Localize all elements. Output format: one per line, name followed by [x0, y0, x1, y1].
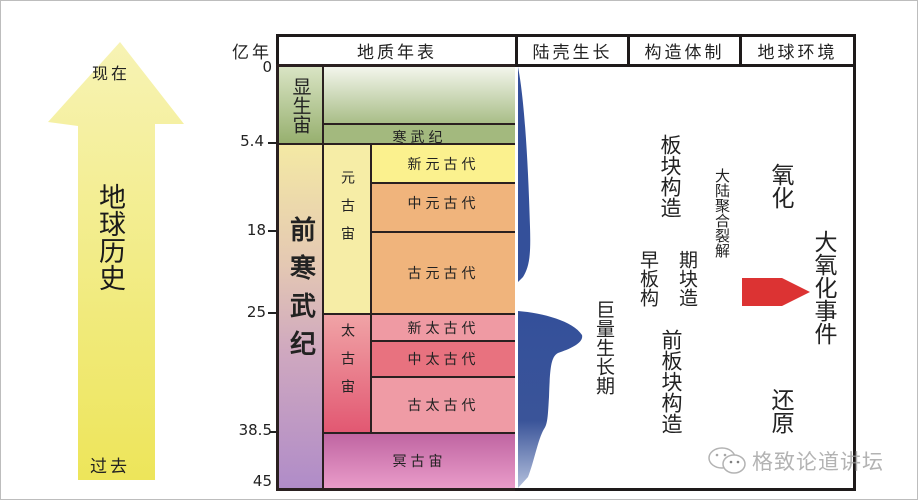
eon-phanerozoic-label: 显生宙	[289, 76, 312, 134]
era-neoproterozoic: 新元古代	[370, 143, 518, 184]
great-oxidation-event-arrow	[742, 276, 812, 308]
eon-hadean: 冥古宙	[322, 432, 518, 491]
eon-precambrian-label: 前寒武纪	[285, 215, 316, 368]
wechat-icon	[708, 447, 746, 474]
axis-tick-38.5: 38.5	[238, 421, 272, 439]
era-paleoproterozoic-label: 古元古代	[407, 266, 480, 282]
header-tectonic-regime: 构造体制	[627, 34, 742, 67]
eon-proterozoic: 元古宙	[322, 143, 372, 315]
axis-tick-0: 0	[262, 58, 272, 76]
up-arrow-icon	[48, 42, 184, 480]
pre-plate-tectonics-label: 前板块构造	[659, 329, 683, 434]
era-mesoarchean: 中太古代	[370, 340, 518, 378]
early-plate-tectonics-label-a: 早板构	[637, 250, 659, 307]
era-paleoarchean-label: 古太古代	[407, 398, 480, 414]
supercontinent-cycle-label: 大陆聚合裂解	[713, 168, 731, 258]
eon-phanerozoic: 显生宙	[276, 64, 324, 145]
earth-environment-column	[739, 64, 856, 491]
eon-archean: 太古宙	[322, 313, 372, 434]
phanerozoic-post-cambrian	[322, 64, 518, 125]
eon-proterozoic-label: 元古宙	[339, 169, 355, 254]
axis-tickmark	[268, 312, 276, 314]
era-neoproterozoic-label: 新元古代	[407, 156, 480, 173]
crust-growth-curve-graphic	[518, 67, 583, 488]
axis-tick-45: 45	[252, 472, 272, 490]
arrow-title: 地球历史	[94, 183, 125, 291]
arrow-top-label: 现在	[92, 64, 131, 83]
eon-hadean-label: 冥古宙	[392, 454, 447, 470]
arrow-bottom-label: 过去	[90, 457, 130, 477]
era-paleoarchean: 古太古代	[370, 376, 518, 434]
axis-tick-5.4: 5.4	[240, 132, 264, 150]
era-mesoproterozoic: 中元古代	[370, 182, 518, 233]
tectonic-regime-column	[627, 64, 742, 491]
header-earth-environment: 地球环境	[739, 34, 856, 67]
era-paleoproterozoic: 古元古代	[370, 231, 518, 315]
header-crust-growth: 陆壳生长	[515, 34, 630, 67]
era-neoarchean-label: 新太古代	[407, 320, 480, 337]
header-geologic-timescale: 地质年表	[276, 34, 518, 67]
plate-tectonics-label: 板块构造	[658, 134, 682, 218]
oxidized-label: 氧化	[767, 163, 793, 209]
axis-tickmark	[268, 142, 276, 144]
watermark: 格致论道讲坛	[708, 446, 884, 476]
axis-unit-label: 亿年	[232, 43, 272, 63]
crust-growth-label: 巨量生长期	[593, 300, 615, 395]
period-cambrian: 寒武纪	[322, 123, 518, 146]
eon-archean-label: 太古宙	[339, 322, 355, 407]
reduced-label: 还原	[767, 388, 793, 434]
axis-tick-18: 18	[246, 221, 266, 239]
era-neoarchean: 新太古代	[370, 313, 518, 342]
great-oxidation-event-label: 大氧化事件	[810, 230, 836, 345]
axis-tickmark	[270, 431, 278, 433]
era-mesoarchean-label: 中太古代	[407, 352, 480, 368]
watermark-text: 格致论道讲坛	[752, 450, 884, 474]
crust-growth-curve	[518, 67, 598, 488]
period-cambrian-label: 寒武纪	[392, 130, 447, 146]
axis-tickmark	[268, 230, 276, 232]
eon-precambrian: 前寒武纪	[276, 143, 324, 491]
era-mesoproterozoic-label: 中元古代	[407, 195, 480, 212]
right-arrow-icon	[742, 278, 810, 306]
axis-tick-25: 25	[246, 303, 266, 321]
early-plate-tectonics-label-b: 期块造	[676, 250, 698, 307]
earth-history-arrow	[47, 42, 185, 482]
